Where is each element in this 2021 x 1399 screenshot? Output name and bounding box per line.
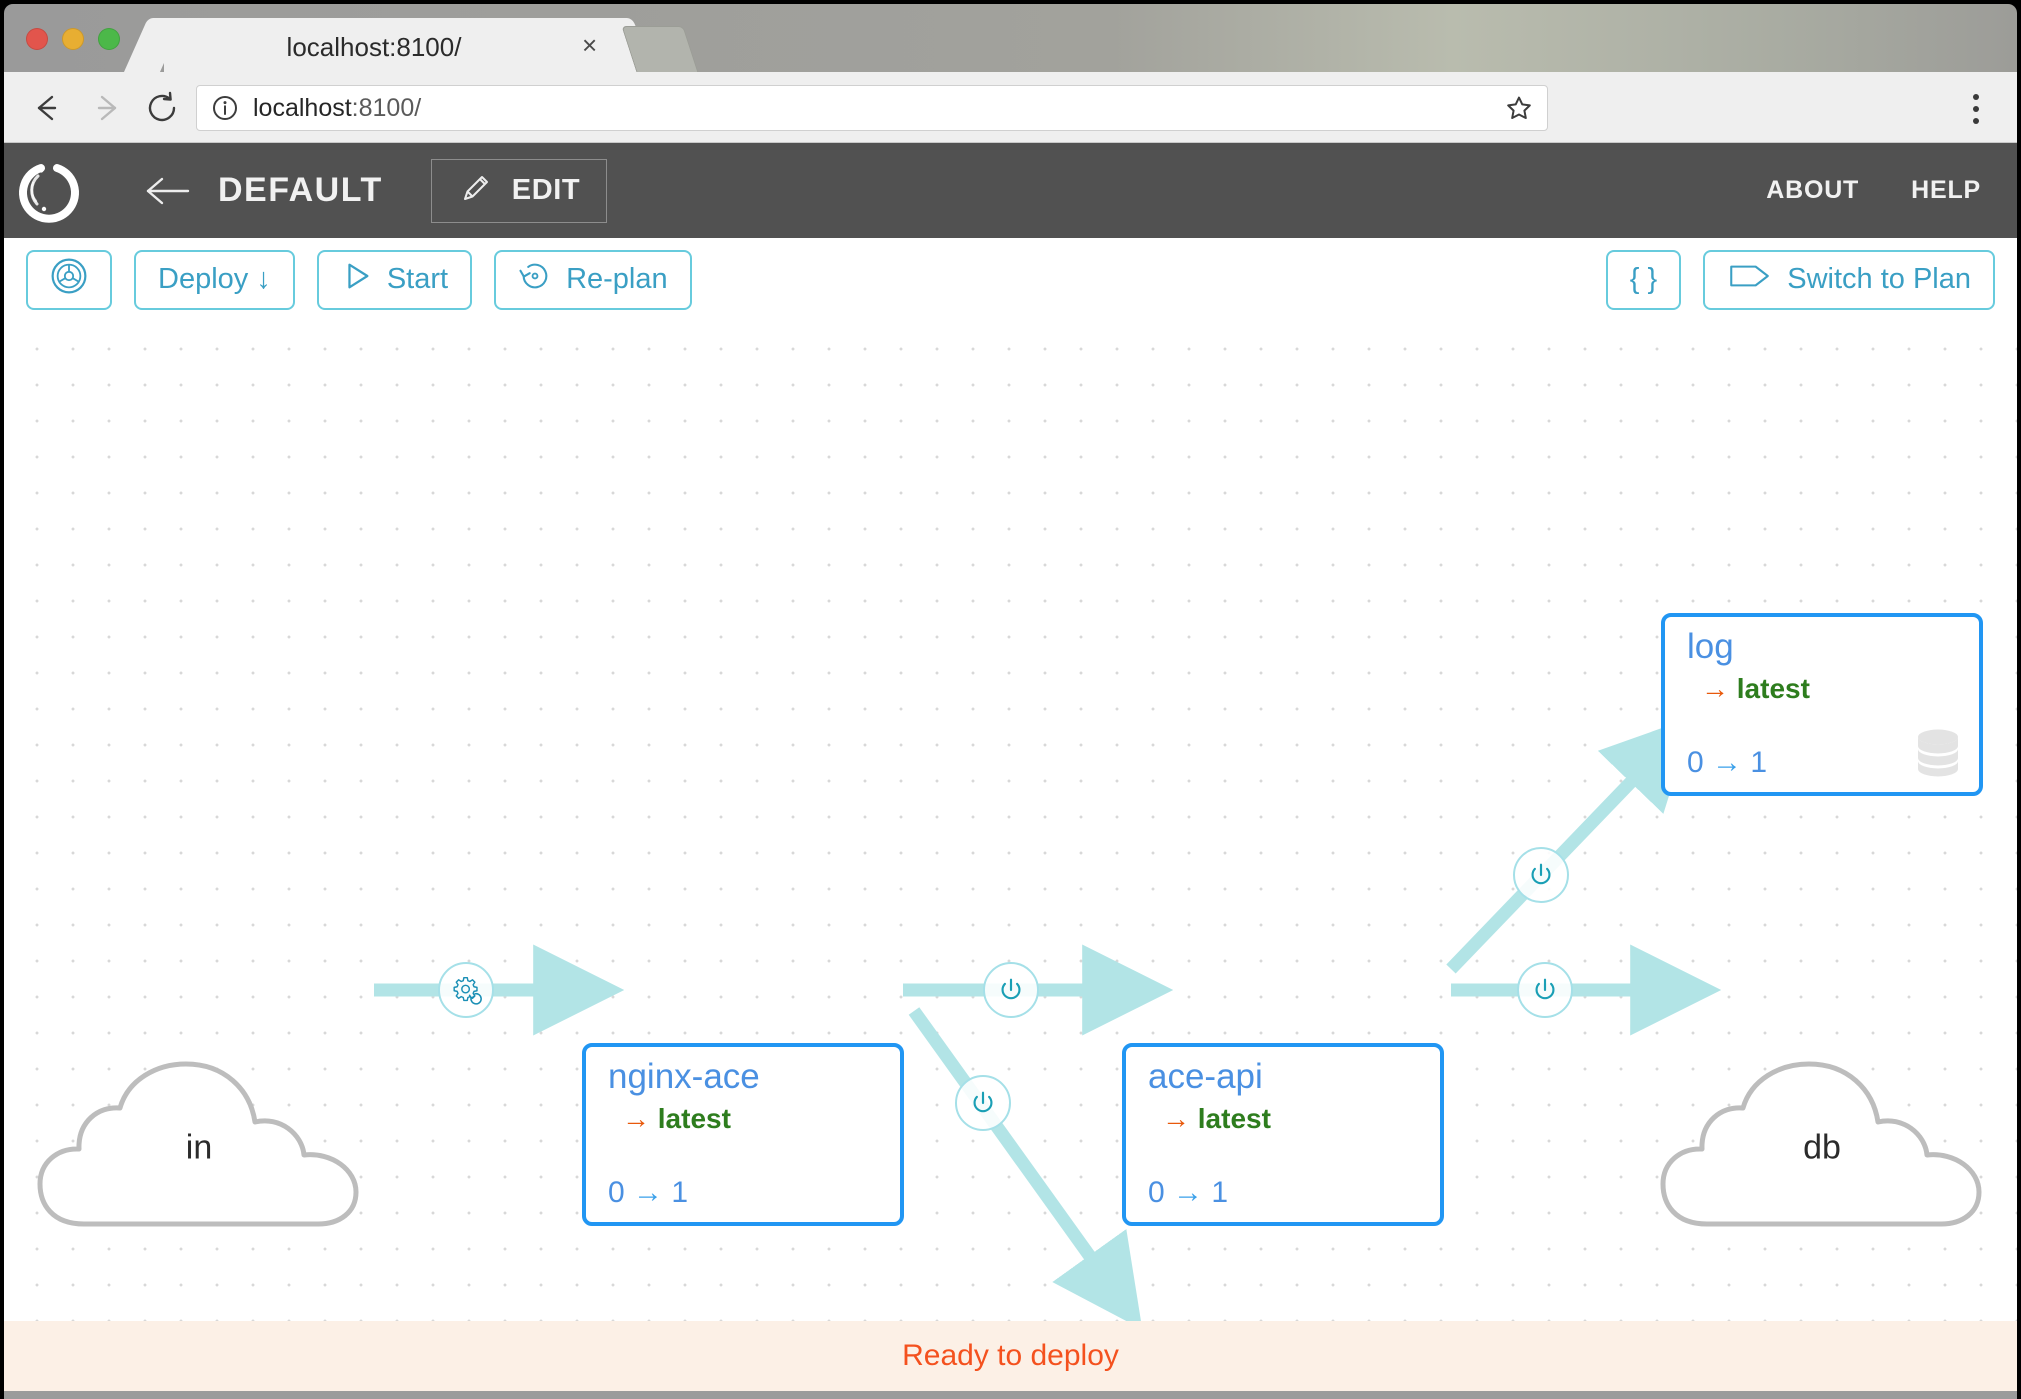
start-button-label: Start (386, 263, 449, 295)
node-name: ace-api (1148, 1057, 1263, 1096)
service-node-ace-api[interactable]: ace-api → latest 0 → 1 (1122, 1043, 1444, 1226)
address-path: :8100/ (351, 94, 422, 122)
scale-from: 0 (608, 1176, 625, 1209)
database-icon (1911, 726, 1965, 780)
back-arrow-icon[interactable] (142, 171, 196, 211)
browser-toolbar: localhost:8100/ (4, 72, 2017, 143)
node-scale: 0 → 1 (608, 1176, 688, 1210)
tab-title: localhost:8100/ (286, 32, 462, 62)
power-icon (973, 1091, 993, 1113)
maximize-window-button[interactable] (98, 28, 120, 50)
window-bottom-edge (4, 1391, 2017, 1399)
service-node-log[interactable]: log → latest 0 → 1 (1661, 613, 1983, 796)
application-viewport: DEFAULT EDIT ABOUT HELP (4, 143, 2017, 1391)
site-info-icon[interactable] (211, 94, 239, 122)
replan-button[interactable]: Re-plan (494, 249, 692, 310)
app-toolbar: Deploy ↓ Start (4, 238, 2017, 321)
cloud-node-in-label: in (185, 1127, 213, 1166)
edge-icon-ace-api-to-log[interactable] (1513, 847, 1569, 903)
cloud-node-db[interactable]: db (1657, 1056, 1987, 1231)
cloud-node-db-label: db (1803, 1127, 1841, 1166)
image-arrow: → (1701, 673, 1729, 704)
power-icon (1531, 863, 1551, 885)
cloud-shape-icon (1660, 1061, 1982, 1227)
browser-reload-icon[interactable] (144, 89, 182, 127)
edge-icon-ace-api-to-db[interactable] (1517, 962, 1573, 1018)
replan-button-label: Re-plan (566, 263, 668, 295)
graph-canvas[interactable]: in nginx-ace → latest (4, 321, 2017, 1321)
minimize-window-button[interactable] (62, 28, 84, 50)
node-image: → latest (1162, 1103, 1271, 1135)
scale-arrow: → (633, 1176, 664, 1209)
page-title: DEFAULT (218, 171, 383, 209)
cloud-shape-icon (37, 1061, 359, 1227)
app-header: DEFAULT EDIT ABOUT HELP (4, 143, 2017, 238)
image-arrow: → (622, 1103, 650, 1134)
browser-titlebar: localhost:8100/ × (4, 4, 2017, 73)
about-link[interactable]: ABOUT (1766, 176, 1860, 204)
node-scale: 0 → 1 (1148, 1176, 1228, 1210)
node-image: → latest (1701, 673, 1810, 705)
power-icon (1535, 978, 1555, 1000)
browser-back-icon[interactable] (28, 89, 66, 127)
node-name: nginx-ace (608, 1057, 760, 1096)
status-text: Ready to deploy (902, 1339, 1119, 1372)
window-controls[interactable] (26, 28, 120, 50)
scale-arrow: → (1712, 746, 1743, 779)
play-icon (341, 260, 373, 300)
json-braces-icon: { } (1629, 263, 1658, 295)
edit-button[interactable]: EDIT (430, 158, 608, 223)
deploy-button-label: Deploy ↓ (158, 263, 271, 295)
status-bar: Ready to deploy (4, 1321, 2017, 1391)
circular-arc-logo-icon[interactable] (4, 143, 94, 238)
browser-menu-icon[interactable] (1959, 90, 1993, 128)
driver-button[interactable] (26, 249, 112, 310)
switch-to-plan-label: Switch to Plan (1787, 263, 1971, 295)
edit-button-label: EDIT (511, 174, 581, 206)
deploy-button[interactable]: Deploy ↓ (134, 249, 295, 310)
scale-to: 1 (1211, 1176, 1229, 1209)
power-icon (1001, 978, 1021, 1000)
edge-icon-nginx-ace-to-ace-static[interactable] (955, 1075, 1011, 1131)
edge-icon-in-to-nginx-ace[interactable] (438, 962, 494, 1018)
node-scale: 0 → 1 (1687, 746, 1767, 780)
refresh-icon (518, 259, 552, 301)
steering-wheel-icon (49, 256, 89, 304)
switch-to-plan-button[interactable]: Switch to Plan (1703, 249, 1995, 310)
address-host: localhost (253, 94, 352, 122)
gear-sync-icon (453, 976, 482, 1005)
image-tag: latest (1197, 1103, 1271, 1134)
scale-to: 1 (1750, 746, 1768, 779)
tab-close-icon[interactable]: × (582, 30, 598, 60)
node-name: log (1687, 627, 1734, 666)
address-bar[interactable]: localhost:8100/ (196, 85, 1548, 131)
browser-forward-icon[interactable] (88, 89, 126, 127)
cloud-node-in[interactable]: in (34, 1056, 364, 1231)
node-image: → latest (622, 1103, 731, 1135)
browser-tab[interactable] (164, 18, 620, 72)
scale-to: 1 (671, 1176, 689, 1209)
json-view-button[interactable]: { } (1605, 249, 1682, 310)
image-arrow: → (1162, 1103, 1190, 1134)
image-tag: latest (657, 1103, 731, 1134)
scale-arrow: → (1173, 1176, 1204, 1209)
close-window-button[interactable] (26, 28, 48, 50)
bookmark-star-icon[interactable] (1505, 94, 1533, 122)
start-button[interactable]: Start (316, 249, 473, 310)
edge-icon-nginx-ace-to-ace-api[interactable] (983, 962, 1039, 1018)
image-tag: latest (1736, 673, 1810, 704)
address-bar-text: localhost:8100/ (253, 94, 421, 122)
scale-from: 0 (1687, 746, 1704, 779)
help-link[interactable]: HELP (1911, 176, 1981, 204)
scale-from: 0 (1148, 1176, 1165, 1209)
tag-icon (1727, 261, 1773, 299)
service-node-nginx-ace[interactable]: nginx-ace → latest 0 → 1 (582, 1043, 904, 1226)
pencil-icon (458, 170, 494, 211)
